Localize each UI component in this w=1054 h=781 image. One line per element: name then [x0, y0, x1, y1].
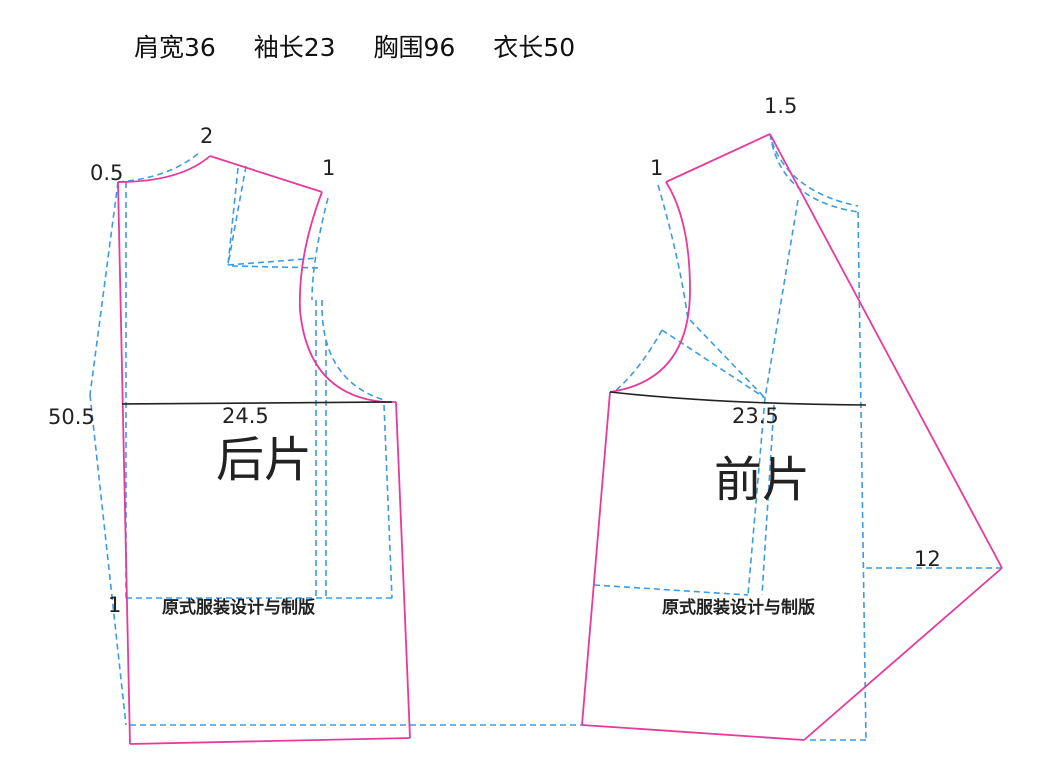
front-bust-guide-1: [689, 319, 766, 399]
back-guide-lines: [89, 151, 582, 726]
front-neck-raise-label: 1.5: [764, 94, 797, 118]
front-dart-guide-1: [764, 199, 799, 399]
front-shoulder-seam: [665, 133, 771, 183]
front-chest-line: [609, 391, 867, 406]
front-extension-edge: [803, 567, 1003, 741]
front-center-guide: [857, 211, 867, 741]
bust-label: 胸围96: [373, 33, 456, 62]
front-armhole-guide-low: [613, 329, 663, 393]
front-armhole-guide-top: [657, 184, 689, 321]
front-watermark: 原式服装设计与制版: [662, 597, 815, 618]
front-guide-lines: [593, 133, 1002, 741]
front-shoulder-drop-label: 1: [650, 156, 663, 180]
front-armhole: [609, 181, 691, 393]
front-bust-guide-2: [661, 329, 766, 399]
front-neck-guide-outer: [769, 133, 859, 213]
back-dart-line-inner: [227, 167, 239, 266]
front-pattern-outline: [581, 133, 1003, 741]
back-center-line: [117, 181, 131, 745]
back-neck-width-label: 0.5: [90, 161, 123, 185]
back-neckline: [117, 155, 211, 183]
measurements-header: 肩宽36 袖长23 胸围96 衣长50: [134, 28, 605, 64]
back-length-label: 50.5: [48, 405, 95, 429]
front-piece-title: 前片: [714, 452, 810, 508]
back-side-guide: [383, 404, 393, 599]
back-length-dim-bottom: [89, 394, 127, 726]
sleeve-length-label: 袖长23: [253, 33, 336, 62]
back-pattern-outline: [117, 155, 411, 745]
back-neck-drop-label: 2: [200, 124, 213, 148]
back-chest-line: [121, 401, 393, 405]
back-length-dim-top: [89, 181, 119, 396]
back-watermark: 原式服装设计与制版: [162, 597, 315, 618]
back-dart-line-bottom: [227, 257, 319, 266]
back-side-seam: [395, 401, 411, 739]
back-hem-mark: 1: [108, 593, 121, 617]
front-waist-guide: [593, 584, 749, 596]
front-dart-guide-2: [747, 397, 766, 596]
back-neck-guide: [117, 151, 201, 183]
front-extension-label: 12: [914, 547, 941, 571]
shoulder-width-label: 肩宽36: [134, 33, 216, 62]
front-lapel-edge: [769, 133, 1003, 569]
back-dart-line-left: [227, 165, 247, 266]
back-hem: [129, 737, 411, 745]
front-dart-guide-3: [761, 404, 775, 596]
front-side-seam: [581, 391, 611, 726]
back-shoulder-seam: [209, 155, 323, 193]
back-chest-width-label: 24.5: [222, 404, 269, 428]
back-armhole: [298, 191, 385, 403]
back-piece-title: 后片: [216, 432, 312, 488]
back-armhole-curve-guide: [321, 299, 385, 401]
garment-length-label: 衣长50: [493, 33, 576, 62]
back-armhole-guide-top: [311, 197, 329, 301]
front-hem: [581, 724, 805, 741]
front-neck-guide-inner: [771, 141, 859, 207]
front-chest-width-label: 23.5: [732, 404, 779, 428]
back-dart-base: [231, 265, 323, 269]
back-shoulder-drop-label: 1: [322, 156, 335, 180]
